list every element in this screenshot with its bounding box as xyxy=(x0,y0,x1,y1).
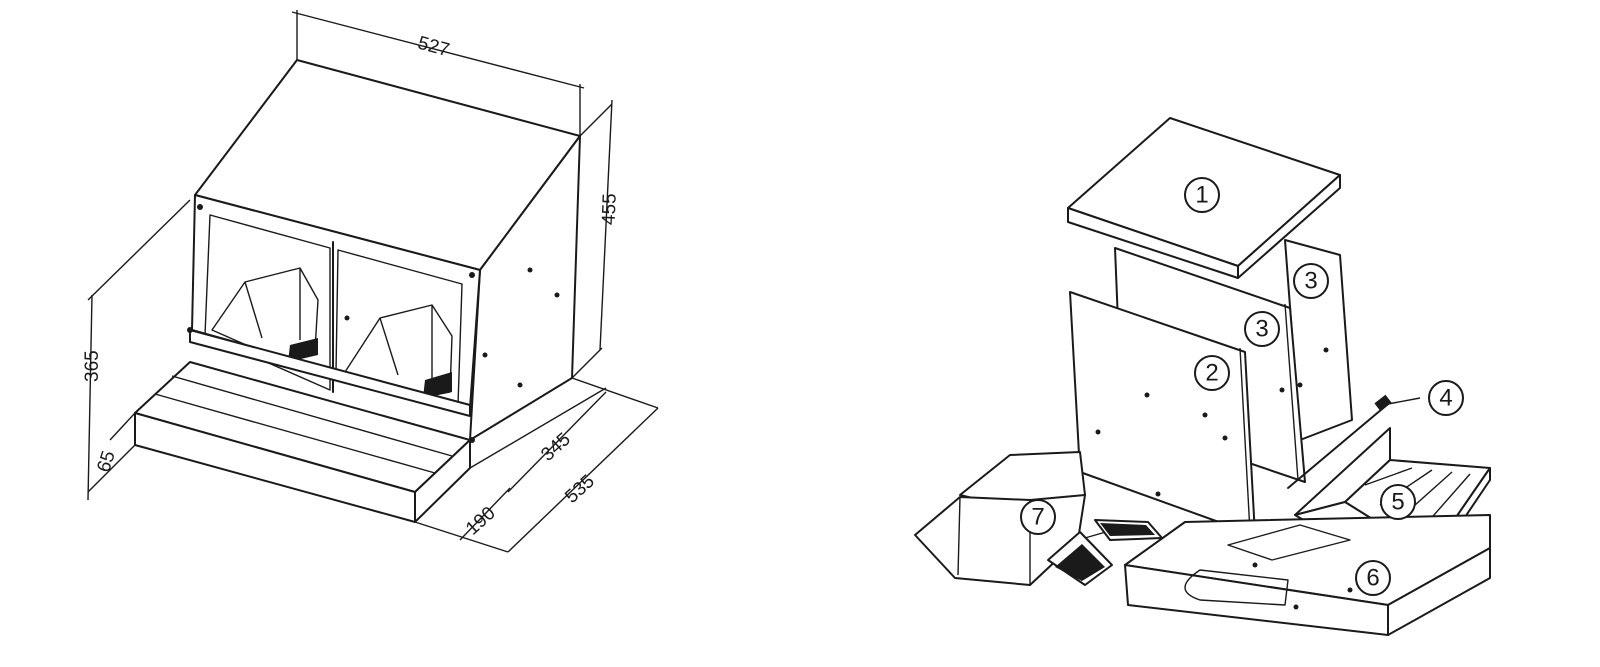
label-part-3-middle: 3 xyxy=(1244,311,1280,347)
label-part-3-rear: 3 xyxy=(1293,263,1329,299)
part-4-rod xyxy=(1287,394,1421,489)
label-part-6: 6 xyxy=(1355,560,1391,596)
label-part-2: 2 xyxy=(1194,355,1230,391)
assembled-nest-box: 527 455 365 65 345 190 535 xyxy=(82,10,659,553)
side-wall-holes xyxy=(187,204,560,443)
dim-depth-body: 345 xyxy=(537,429,575,466)
svg-text:3: 3 xyxy=(1304,268,1317,295)
svg-text:2: 2 xyxy=(1205,360,1218,387)
dim-depth-step: 190 xyxy=(462,503,500,540)
perch-bar xyxy=(189,329,471,417)
svg-text:4: 4 xyxy=(1439,385,1452,412)
nest-opening-left xyxy=(204,214,331,391)
dim-depth-total: 535 xyxy=(561,471,599,508)
svg-text:5: 5 xyxy=(1391,489,1404,516)
dim-width-top: 527 xyxy=(416,33,452,61)
svg-text:1: 1 xyxy=(1195,182,1208,209)
dim-step-height: 65 xyxy=(93,448,120,475)
label-part-5: 5 xyxy=(1380,484,1416,520)
label-part-4: 4 xyxy=(1428,380,1464,416)
part-6-base xyxy=(1124,514,1491,636)
svg-text:6: 6 xyxy=(1366,565,1379,592)
label-part-1: 1 xyxy=(1184,177,1220,213)
svg-text:3: 3 xyxy=(1255,316,1268,343)
dim-height-back: 455 xyxy=(599,193,621,225)
dimension-lines xyxy=(87,10,659,553)
exploded-view: 1 3 3 2 4 5 6 7 xyxy=(914,117,1491,636)
label-part-7: 7 xyxy=(1020,499,1056,535)
dim-height-front: 365 xyxy=(82,350,103,382)
svg-text:7: 7 xyxy=(1031,504,1044,531)
